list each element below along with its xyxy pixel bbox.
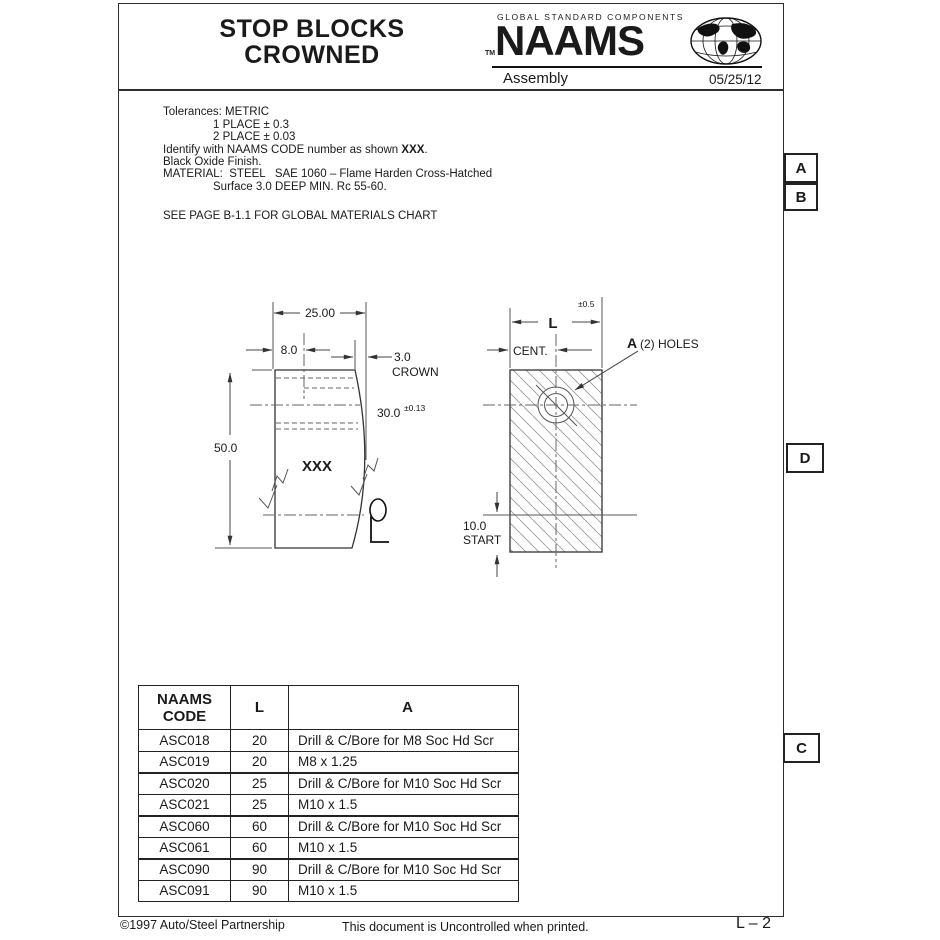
cell-l: 25	[230, 771, 289, 795]
start-text-label: START	[463, 533, 502, 547]
sheet-type-label: Assembly	[503, 70, 569, 87]
cell-l: 90	[230, 879, 289, 902]
cell-a: Drill & C/Bore for M10 Soc Hd Scr	[288, 857, 519, 881]
table-header-row: NAAMS CODE L A	[138, 685, 519, 730]
globe-icon	[690, 17, 762, 65]
cell-code: ASC060	[138, 814, 231, 838]
cell-a: Drill & C/Bore for M10 Soc Hd Scr	[288, 771, 519, 795]
dim-width-label: 25.00	[305, 306, 335, 320]
leader-line	[574, 350, 639, 391]
page-title: STOP BLOCKS CROWNED	[168, 16, 456, 68]
brand-underline	[492, 66, 762, 68]
note-finish: Black Oxide Finish.	[163, 156, 262, 168]
note-place1: 1 PLACE ± 0.3	[213, 119, 289, 131]
finish-mark-icon	[258, 468, 289, 509]
cell-a: Drill & C/Bore for M10 Soc Hd Scr	[288, 814, 519, 838]
col-header-l: L	[230, 685, 289, 730]
bore-depth-tol: ±0.13	[404, 403, 425, 413]
note-tolerances: Tolerances: METRIC	[163, 106, 270, 118]
cell-l: 60	[230, 836, 289, 859]
note-material: MATERIAL: STEEL SAE 1060 – Flame Harden …	[163, 168, 493, 180]
note-identify-xxx: XXX	[401, 144, 425, 156]
cell-l: 60	[230, 814, 289, 838]
zone-label-a: A	[784, 153, 818, 183]
technical-drawing: 25.00 8.0 3.0 CROWN 30.0 ±0.13 50.0 XXX	[214, 297, 699, 577]
note-identify-text: Identify with NAAMS CODE number as shown	[163, 144, 402, 156]
cell-a: M10 x 1.5	[288, 879, 519, 902]
part-id-label: XXX	[302, 458, 332, 475]
cell-l: 20	[230, 729, 289, 752]
page-number: L – 2	[736, 915, 771, 932]
holes-callout-text: (2) HOLES	[640, 337, 699, 351]
length-tol-label: ±0.5	[578, 299, 595, 309]
cell-code: ASC021	[138, 793, 231, 816]
start-value-label: 10.0	[463, 519, 487, 533]
cell-a: Drill & C/Bore for M8 Soc Hd Scr	[288, 729, 519, 752]
cell-l: 90	[230, 857, 289, 881]
length-label: L	[548, 315, 557, 332]
note-place2: 2 PLACE ± 0.03	[213, 131, 296, 143]
brand-logo-text: NAAMS	[495, 17, 645, 64]
note-see-page: SEE PAGE B-1.1 FOR GLOBAL MATERIALS CHAR…	[163, 210, 438, 222]
copyright-text: ©1997 Auto/Steel Partnership	[120, 918, 285, 932]
front-view: L ±0.5 CENT. A (2) HOLES 10.0 START	[463, 297, 699, 577]
cell-l: 20	[230, 750, 289, 773]
holes-callout-a: A	[627, 335, 637, 351]
zone-label-b: B	[784, 183, 818, 211]
brand-tagline: GLOBAL STANDARD COMPONENTS	[497, 12, 685, 22]
side-view: 25.00 8.0 3.0 CROWN 30.0 ±0.13 50.0 XXX	[214, 302, 439, 549]
cell-code: ASC091	[138, 879, 231, 902]
note-material2: Surface 3.0 DEEP MIN. Rc 55-60.	[213, 181, 387, 193]
dim-offset-label: 8.0	[281, 343, 298, 357]
col-header-code: NAAMS CODE	[138, 685, 231, 730]
header-divider	[118, 89, 784, 91]
dim-height-label: 50.0	[214, 441, 238, 455]
cell-code: ASC090	[138, 857, 231, 881]
cent-label: CENT.	[513, 344, 548, 358]
cell-a: M10 x 1.5	[288, 793, 519, 816]
trademark-symbol: TM	[485, 50, 496, 57]
page-title-line2: CROWNED	[244, 41, 380, 69]
crown-text-label: CROWN	[392, 365, 439, 379]
cell-code: ASC019	[138, 750, 231, 773]
bore-depth-label: 30.0	[377, 406, 401, 420]
zone-label-c: C	[783, 733, 820, 763]
col-header-a: A	[288, 685, 519, 730]
note-identify-period: .	[424, 144, 428, 156]
zone-label-d: D	[786, 443, 824, 473]
cell-a: M8 x 1.25	[288, 750, 519, 773]
page-title-line1: STOP BLOCKS	[219, 15, 405, 43]
crown-value-label: 3.0	[394, 350, 411, 364]
note-identify: Identify with NAAMS CODE number as shown…	[163, 144, 428, 156]
cell-code: ASC020	[138, 771, 231, 795]
uncontrolled-notice: This document is Uncontrolled when print…	[342, 920, 589, 934]
revision-date: 05/25/12	[709, 72, 762, 87]
cell-l: 25	[230, 793, 289, 816]
cell-code: ASC018	[138, 729, 231, 752]
cell-a: M10 x 1.5	[288, 836, 519, 859]
centerline-symbol-icon	[369, 498, 389, 543]
finish-mark-icon	[350, 457, 379, 496]
cell-code: ASC061	[138, 836, 231, 859]
